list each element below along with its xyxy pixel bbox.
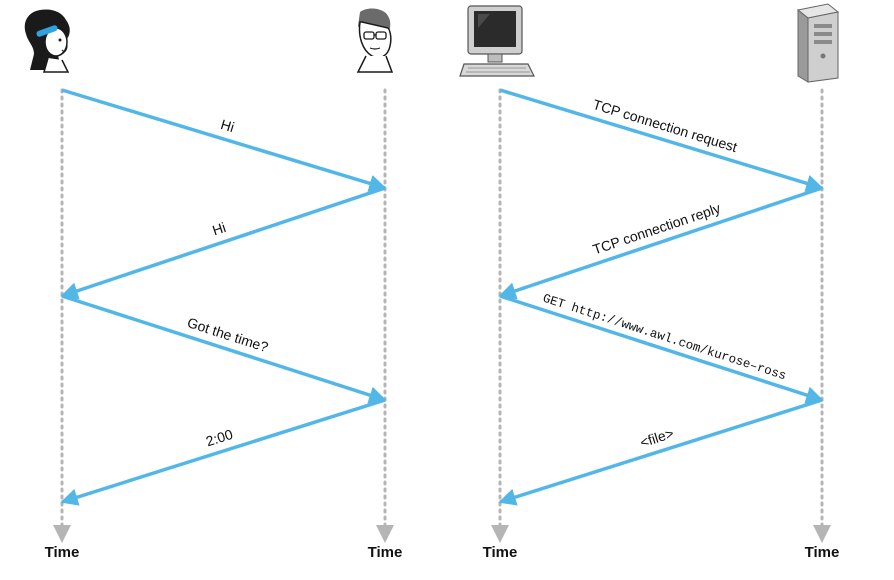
message-arrow-left-4	[60, 398, 386, 506]
desktop-computer-icon	[459, 5, 535, 77]
message-label-left-4: 2:00	[204, 426, 235, 450]
message-arrow-right-3	[499, 294, 824, 404]
message-arrows	[60, 88, 824, 506]
message-arrow-right-4	[498, 398, 823, 506]
message-label-right-3: GET http://www.awl.com/kurose–ross	[541, 292, 788, 384]
time-label-client: Time	[483, 544, 518, 561]
timelines	[53, 88, 831, 543]
man-head-icon	[356, 8, 394, 73]
time-label-woman: Time	[45, 544, 80, 561]
message-arrow-left-2	[60, 186, 386, 300]
time-label-server: Time	[805, 544, 840, 561]
message-arrow-left-3	[61, 294, 387, 404]
message-label-left-2: Hi	[210, 219, 228, 238]
message-label-left-1: Hi	[219, 116, 236, 135]
message-arrow-right-1	[499, 88, 824, 192]
message-arrow-left-1	[61, 88, 387, 192]
message-arrow-right-2	[498, 186, 823, 300]
woman-head-icon	[24, 9, 70, 73]
time-label-man: Time	[368, 544, 403, 561]
server-tower-icon	[796, 3, 840, 83]
